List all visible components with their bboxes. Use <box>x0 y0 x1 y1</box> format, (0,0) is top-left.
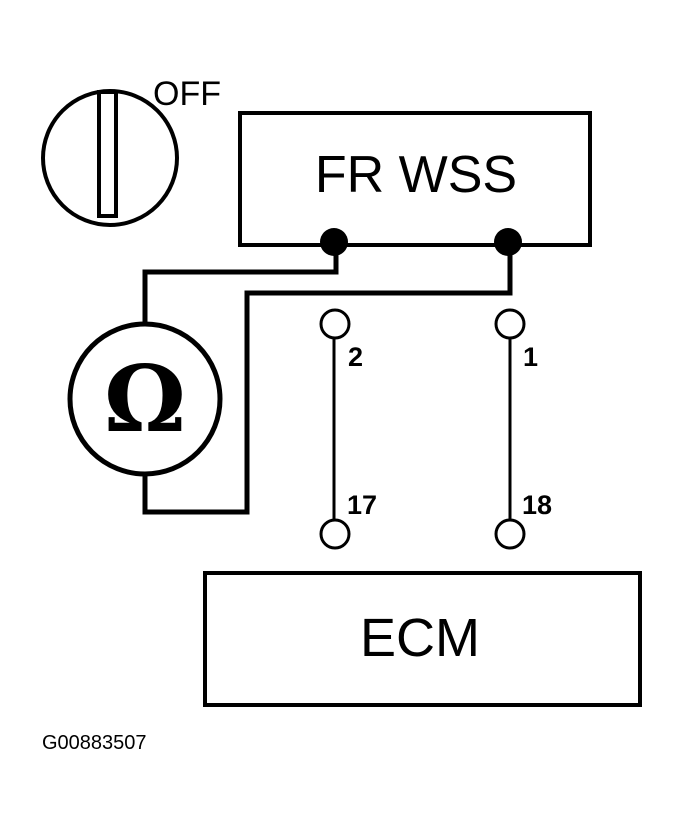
pin-label-17: 17 <box>347 490 377 520</box>
ignition-key-off-icon <box>41 89 179 227</box>
sensor-box-label: FR WSS <box>315 146 517 204</box>
sensor-box <box>238 111 592 247</box>
sensor-terminal-right <box>494 228 522 256</box>
ohmmeter-lead-lower <box>142 254 513 515</box>
figure-id: G00883507 <box>42 732 147 754</box>
sensor-terminal-left <box>320 228 348 256</box>
ecm-box-label: ECM <box>360 608 480 668</box>
pin-label-2: 2 <box>348 342 363 372</box>
pin-label-18: 18 <box>522 490 552 520</box>
ignition-off-label: OFF <box>153 75 221 113</box>
pin-label-1: 1 <box>523 342 538 372</box>
connector-pin-2 <box>319 308 351 340</box>
connector-pin-1 <box>494 308 526 340</box>
connector-pin-18 <box>494 518 526 550</box>
connector-pin-17 <box>319 518 351 550</box>
ohmmeter-lead-upper <box>142 254 339 330</box>
ohmmeter-symbol: Ω <box>104 345 186 453</box>
ohmmeter-icon: Ω <box>67 321 223 477</box>
ecm-box <box>203 571 642 707</box>
